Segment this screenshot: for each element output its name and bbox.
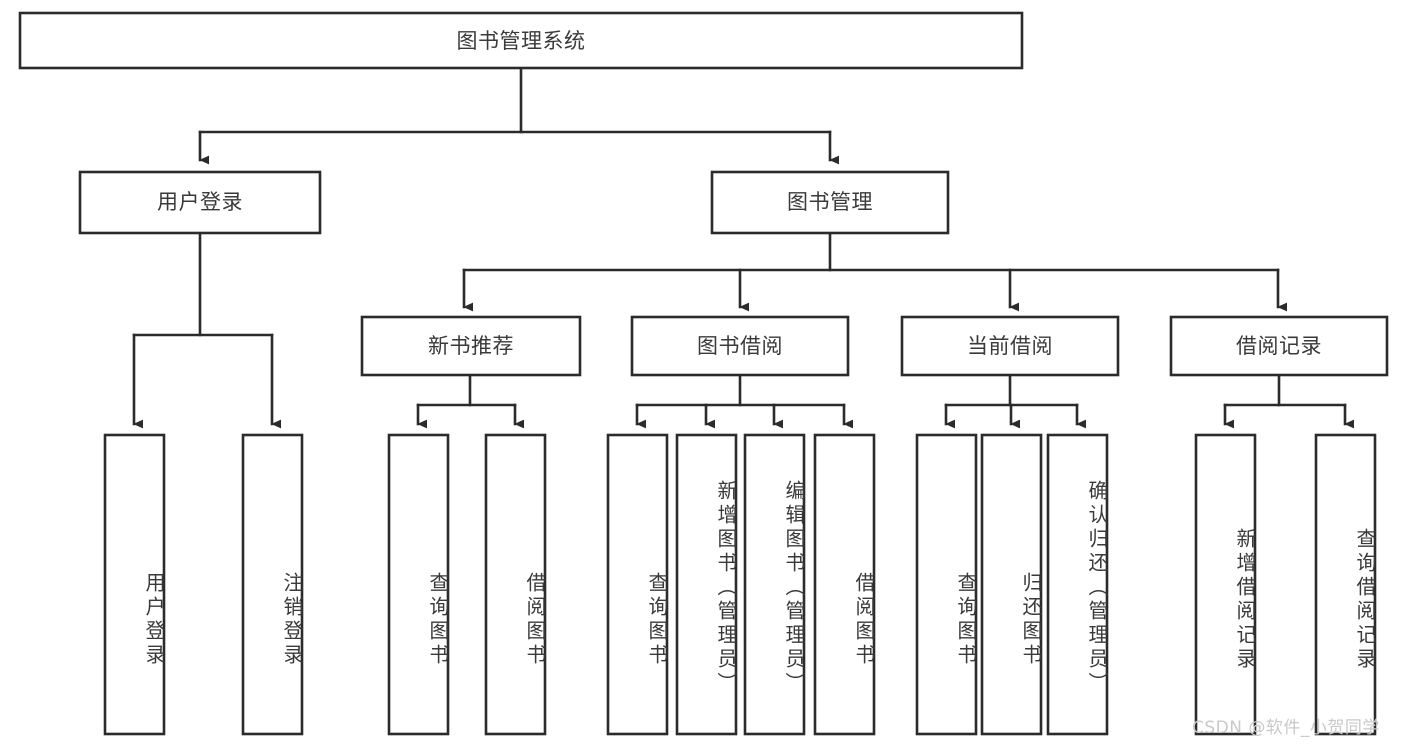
- node-new-book-box[interactable]: [360, 315, 582, 377]
- leaf-box-borrow-record-1[interactable]: [1194, 433, 1257, 736]
- node-book-borrow-box[interactable]: [630, 315, 850, 377]
- node-user-login-label: 用户登录: [157, 190, 243, 214]
- node-borrow-record-box[interactable]: [1169, 315, 1389, 377]
- leaf-box-user-login-2[interactable]: [241, 433, 304, 736]
- node-current-borrow-box[interactable]: [900, 315, 1120, 377]
- node-current-borrow-label: 当前借阅: [967, 334, 1053, 358]
- node-book-borrow-label: 图书借阅: [697, 334, 783, 358]
- node-book-manage-box[interactable]: [710, 170, 950, 235]
- leaf-box-new-book-1[interactable]: [387, 433, 450, 736]
- node-book-manage-label: 图书管理: [787, 190, 873, 214]
- node-root-box[interactable]: [18, 11, 1024, 70]
- node-user-login-box[interactable]: [78, 170, 322, 235]
- node-borrow-record-label: 借阅记录: [1236, 334, 1322, 358]
- leaf-box-book-borrow-3[interactable]: [743, 433, 806, 736]
- leaf-box-user-login-1[interactable]: [103, 433, 166, 736]
- leaf-box-new-book-2[interactable]: [484, 433, 547, 736]
- leaf-box-current-borrow-1[interactable]: [915, 433, 978, 736]
- leaf-box-borrow-record-2[interactable]: [1314, 433, 1377, 736]
- leaf-box-book-borrow-4[interactable]: [813, 433, 876, 736]
- node-new-book-label: 新书推荐: [428, 334, 514, 358]
- csdn-watermark: CSDN @软件_小贺同学: [1192, 718, 1380, 738]
- leaf-box-book-borrow-1[interactable]: [606, 433, 669, 736]
- leaf-box-current-borrow-2[interactable]: [980, 433, 1043, 736]
- leaf-box-current-borrow-3[interactable]: [1046, 433, 1109, 736]
- node-root-label: 图书管理系统: [457, 29, 586, 53]
- leaf-box-book-borrow-2[interactable]: [675, 433, 738, 736]
